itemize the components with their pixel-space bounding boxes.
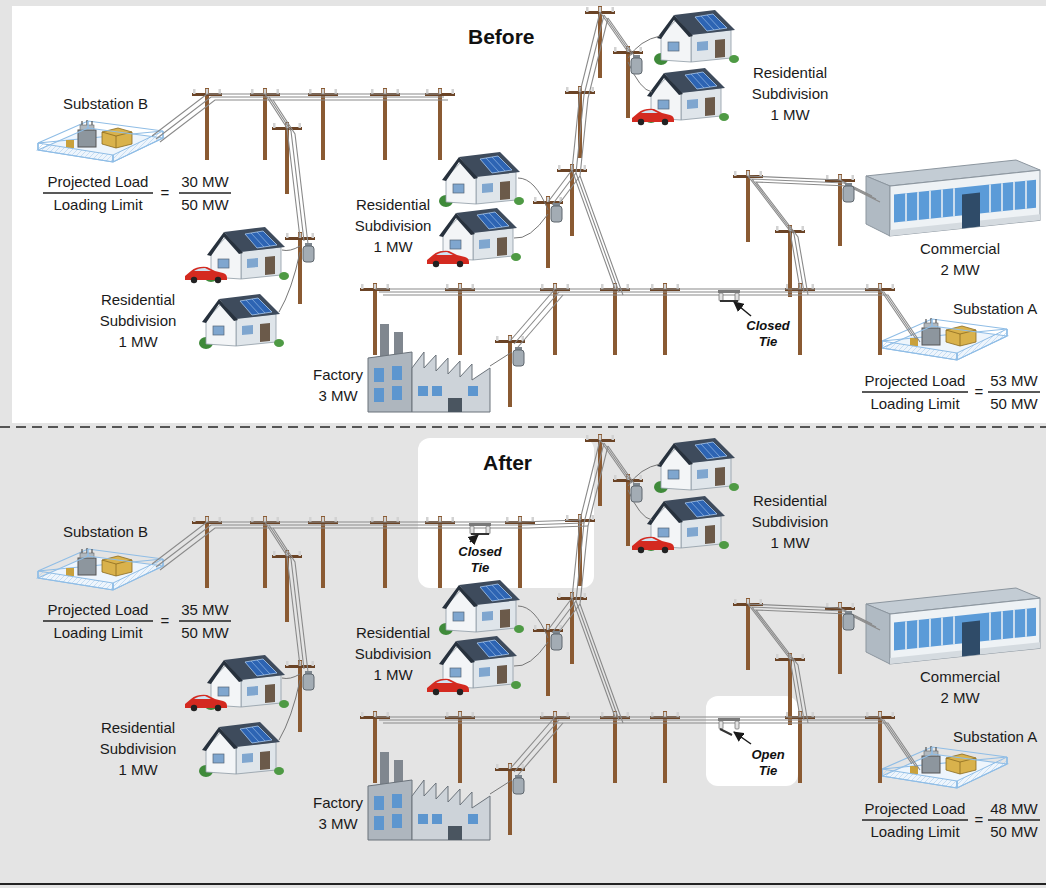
load-label: Residential Subdivision 1 MW (748, 490, 832, 553)
after-scene (444, 523, 584, 525)
before-scene (718, 290, 740, 301)
load-label: Commercial 2 MW (917, 238, 1003, 280)
load-label: Residential Subdivision 1 MW (748, 62, 832, 125)
load-label: Factory 3 MW (310, 364, 366, 406)
equals-sign: = (972, 809, 986, 830)
after-scene (440, 520, 580, 522)
after-scene (38, 434, 1040, 840)
fraction-value: 50 MW (179, 194, 231, 215)
load-label: Factory 3 MW (310, 792, 366, 834)
fraction-value: 48 MW (988, 798, 1040, 819)
tie-label: Closed Tie (743, 318, 793, 350)
fraction-text: Loading Limit (860, 393, 970, 414)
load-label: Residential Subdivision 1 MW (351, 622, 435, 685)
after-scene (505, 516, 535, 588)
substation-label: Substation B (63, 93, 148, 114)
leader-arrow (470, 535, 478, 542)
before-panel-ground (12, 6, 1046, 423)
load-label: Commercial 2 MW (917, 666, 1003, 708)
fraction-text: Projected Load (860, 798, 970, 819)
fraction-value: 30 MW (179, 171, 231, 192)
leader-arrow (734, 732, 751, 744)
load-label: Residential Subdivision 1 MW (96, 289, 180, 352)
after-scene (469, 523, 491, 534)
load-label: Residential Subdivision 1 MW (351, 194, 435, 257)
fraction-text: Loading Limit (43, 622, 153, 643)
fraction-text: Projected Load (43, 171, 153, 192)
fraction-value: 50 MW (179, 622, 231, 643)
before-scene (38, 6, 1040, 412)
panel-heading: After (483, 450, 532, 476)
after-scene (38, 434, 1040, 840)
panel-heading: Before (468, 24, 535, 50)
highlight-box (418, 438, 594, 588)
substation-label: Substation A (953, 298, 1037, 319)
fraction-value: 35 MW (179, 599, 231, 620)
fraction-value: 50 MW (988, 393, 1040, 414)
equals-sign: = (158, 182, 172, 203)
substation-label: Substation A (953, 726, 1037, 747)
after-scene (718, 718, 740, 735)
before-scene (38, 6, 1040, 412)
tie-label: Open Tie (743, 747, 793, 779)
substation-label: Substation B (63, 521, 148, 542)
fraction-text: Loading Limit (43, 194, 153, 215)
bottom-rule (0, 883, 1046, 885)
equals-sign: = (972, 381, 986, 402)
panel-band: Before (0, 0, 1046, 428)
load-label: Residential Subdivision 1 MW (96, 717, 180, 780)
fraction-text: Loading Limit (860, 821, 970, 842)
panel-divider (0, 426, 1046, 428)
leader-arrow (734, 302, 751, 316)
fraction-value: 50 MW (988, 821, 1040, 842)
fraction-text: Projected Load (860, 370, 970, 391)
fraction-text: Projected Load (43, 599, 153, 620)
panel-band: After (0, 428, 1046, 888)
highlight-box (706, 696, 798, 786)
after-scene (448, 526, 588, 528)
fraction-value: 53 MW (988, 370, 1040, 391)
equals-sign: = (158, 610, 172, 631)
tie-label: Closed Tie (455, 544, 505, 576)
